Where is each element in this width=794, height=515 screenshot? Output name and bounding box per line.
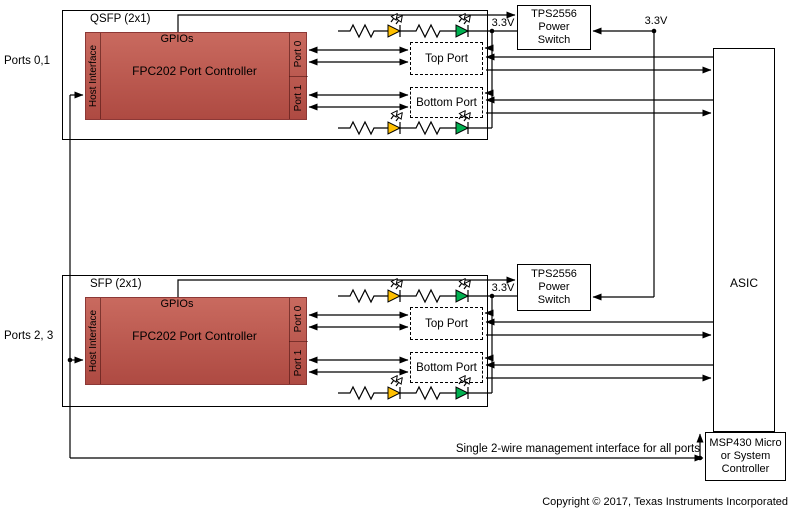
yellow-led-icon [387,24,402,38]
led-emission-arrow [395,281,402,290]
top-port-module-qsfp: Top Port [410,42,483,75]
resistor-icon [412,288,444,304]
supply-3v3-wire [592,27,655,301]
ports-2-3-label: Ports 2, 3 [4,330,54,342]
bottom-port-module-sfp: Bottom Port [410,352,483,383]
junction-dots [67,28,703,461]
v33-output-label-top: 3.3V [491,17,515,29]
resistor-icon [346,385,378,401]
fpc202-controller-qsfp [85,32,308,120]
host-interface-label: Host Interface [87,309,99,373]
port0-label: Port 0 [292,40,304,68]
host-interface-label: Host Interface [87,44,99,108]
junction-dot [489,293,495,299]
tps2556-power-switch-top: TPS2556 Power Switch [517,5,591,50]
yellow-led-icon [387,289,402,303]
v33-supply-label: 3.3V [644,15,668,27]
qsfp-wiring [177,11,713,136]
yellow-led-icon [387,386,402,400]
asic-box [713,48,775,432]
led-emission-arrow [463,16,470,25]
led-emission-arrow [463,281,470,290]
sfp-group-title: SFP (2x1) [90,278,142,290]
port0-label: Port 0 [292,305,304,333]
resistor-icon [412,23,444,39]
resistor-icon [412,385,444,401]
green-led-icon [455,121,470,135]
resistor-icon [346,120,378,136]
port-cell-divider [289,76,308,77]
tps2556-power-switch-bottom: TPS2556 Power Switch [517,264,591,311]
v33-output-label-bottom: 3.3V [491,282,515,294]
host-strip-divider [100,298,101,384]
bottom-port-module-qsfp: Bottom Port [410,87,483,118]
controller-title: FPC202 Port Controller [132,329,257,343]
resistor-icon [412,120,444,136]
gpios-label: GPIOs [160,33,194,45]
port1-label: Port 1 [292,349,304,377]
sfp-group-box [62,275,488,407]
ports-0-1-label: Ports 0,1 [4,55,51,67]
port-cell-divider [289,341,308,342]
resistor-icon [346,23,378,39]
yellow-led-icon [387,121,402,135]
management-interface-label: Single 2-wire management interface for a… [455,443,700,455]
controller-title: FPC202 Port Controller [132,64,257,78]
green-led-icon [455,386,470,400]
led-emission-arrow [395,378,402,387]
junction-dot [697,455,703,461]
top-port-module-sfp: Top Port [410,307,483,340]
msp430-controller-box: MSP430 Micro or System Controller [705,432,786,481]
resistor-icon [346,288,378,304]
led-emission-arrow [395,16,402,25]
fpc202-controller-sfp [85,297,308,385]
copyright-notice: Copyright © 2017, Texas Instruments Inco… [542,496,788,508]
junction-dot [651,28,657,34]
gpios-label: GPIOs [160,298,194,310]
qsfp-group-box [62,10,488,140]
host-strip-divider [100,33,101,119]
green-led-icon [455,289,470,303]
junction-dot [67,357,73,363]
green-led-icon [455,24,470,38]
asic-label: ASIC [729,276,758,290]
led-emission-arrow [395,113,402,122]
junction-dot [489,28,495,34]
port1-label: Port 1 [292,84,304,112]
qsfp-group-title: QSFP (2x1) [90,13,151,25]
led-icons [387,24,470,400]
